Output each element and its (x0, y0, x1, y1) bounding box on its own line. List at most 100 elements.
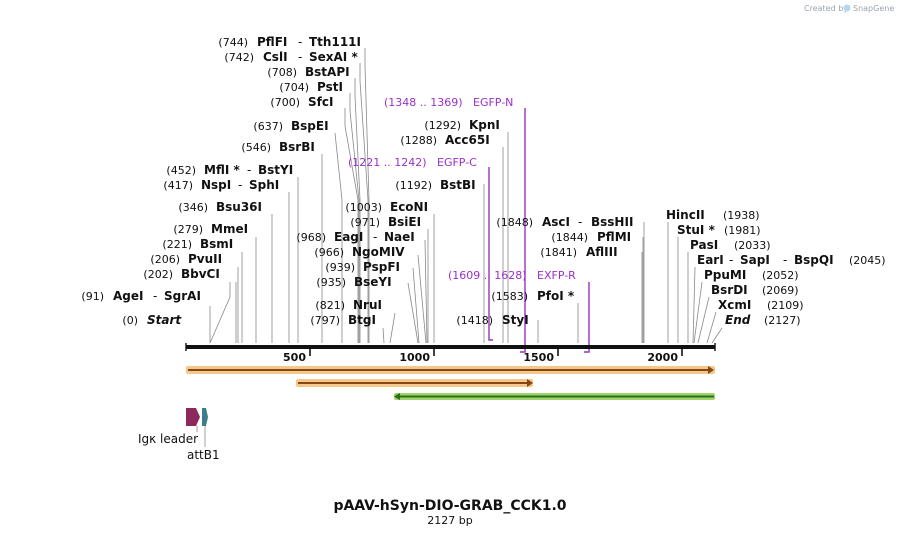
ruler-label-2000: 2000 (647, 351, 678, 364)
primer-egfp-c-marker (488, 167, 493, 341)
primer-markers (488, 108, 590, 353)
map-text: (1003) (345, 201, 382, 214)
enzyme-labels-left[interactable]: (744) PflFI - Tth111I (742) CslI - SexAI… (81, 35, 361, 327)
enzyme-bstbi: BstBI (440, 178, 476, 192)
enzyme-btgi: BtgI (348, 313, 376, 327)
enzyme-mmei: MmeI (211, 222, 248, 236)
small-features[interactable]: Igκ leader attB1 (138, 408, 220, 462)
primer-exfp-r-range: (1609 .. 1628) (448, 269, 527, 282)
enzyme-mfli: MflI * (204, 163, 240, 177)
enzyme-pspfi: PspFI (363, 260, 400, 274)
map-text: - (153, 289, 157, 303)
enzyme-stui: StuI * (677, 223, 716, 237)
enzyme-bseyi: BseYI (354, 275, 392, 289)
igk-leader-arrow (186, 408, 200, 426)
feature-label-igk-leader: Igκ leader (138, 432, 198, 446)
map-text: (1192) (395, 179, 432, 192)
sequence-backbone (185, 343, 716, 351)
enzyme-ngomiv: NgoMIV (352, 245, 405, 259)
enzyme-bbvci: BbvCI (181, 267, 220, 281)
enzyme-hincii: HincII (666, 208, 705, 222)
map-text: (971) (350, 216, 380, 229)
map-text: (1938) (723, 209, 760, 222)
enzyme-xcmi: XcmI (718, 298, 751, 312)
map-text: (935) (316, 276, 346, 289)
primer-exfp-r-name: EXFP-R (537, 269, 576, 282)
map-text: (1292) (424, 119, 461, 132)
ruler: 500 1000 1500 2000 (283, 349, 683, 364)
feature-bars[interactable] (186, 366, 715, 400)
map-text: - (247, 163, 251, 177)
map-text: (704) (279, 81, 309, 94)
map-text: - (373, 230, 377, 244)
map-text: (744) (218, 36, 248, 49)
map-text: (1848) (496, 216, 533, 229)
map-text: (637) (253, 120, 283, 133)
map-text: (452) (166, 164, 196, 177)
enzyme-bsiei: BsiEI (388, 215, 421, 229)
map-end-label: End (725, 313, 751, 327)
enzyme-styi: StyI (502, 313, 529, 327)
enzyme-kpni: KpnI (469, 118, 500, 132)
enzyme-sfci: SfcI (308, 95, 333, 109)
enzyme-nspi: NspI (201, 178, 231, 192)
enzyme-ppumi: PpuMI (704, 268, 746, 282)
map-text: (202) (143, 268, 173, 281)
map-text: (939) (325, 261, 355, 274)
map-text: (1288) (400, 134, 437, 147)
map-text: (2069) (762, 284, 799, 297)
enzyme-labels-right-mid[interactable]: (1292) KpnI (1288) Acc65I (1192) BstBI (… (395, 118, 633, 327)
enzyme-csli: CslI (263, 50, 288, 64)
primer-egfp-n-name: EGFP-N (473, 96, 513, 109)
enzyme-eagi: EagI (334, 230, 363, 244)
map-text: (206) (150, 253, 180, 266)
feature-arrowhead-full (708, 366, 714, 374)
enzyme-pflmi: PflMI (597, 230, 631, 244)
map-text: (0) (122, 314, 138, 327)
map-text: (346) (178, 201, 208, 214)
enzyme-bsrbi: BsrBI (279, 140, 315, 154)
enzyme-bsshii: BssHII (591, 215, 633, 229)
primer-egfp-c-name: EGFP-C (437, 156, 477, 169)
map-text: (797) (310, 314, 340, 327)
enzyme-pasi: PasI (690, 238, 718, 252)
feature-arrowhead-reverse (394, 393, 400, 400)
map-text: (279) (173, 223, 203, 236)
map-text: (1981) (724, 224, 761, 237)
enzyme-bstapi: BstAPI (305, 65, 350, 79)
map-text: (221) (162, 238, 192, 251)
enzyme-labels-right[interactable]: HincII (1938) StuI * (1981) PasI (2033) … (666, 208, 886, 327)
enzyme-pfoi: PfoI * (537, 289, 575, 303)
enzyme-sgrai: SgrAI (164, 289, 201, 303)
enzyme-econi: EcoNI (390, 200, 428, 214)
enzyme-sphi: SphI (249, 178, 279, 192)
enzyme-tth111i: Tth111I (309, 35, 361, 49)
map-text: (821) (315, 299, 345, 312)
enzyme-acc65i: Acc65I (445, 133, 490, 147)
enzyme-pflfi: PflFI (257, 35, 287, 49)
enzyme-sapi: SapI (740, 253, 770, 267)
plasmid-length: 2127 bp (427, 514, 472, 527)
enzyme-bsu36i: Bsu36I (216, 200, 262, 214)
enzyme-bsmi: BsmI (200, 237, 233, 251)
snapgene-logo-icon (843, 4, 851, 12)
plasmid-title: pAAV-hSyn-DIO-GRAB_CCK1.0 (333, 498, 566, 514)
map-text: (1844) (551, 231, 588, 244)
enzyme-sexai: SexAI * (309, 50, 358, 64)
primer-egfp-c-range: (1221 .. 1242) (348, 156, 427, 169)
map-text: (708) (267, 66, 297, 79)
map-text: (968) (296, 231, 326, 244)
map-text: - (783, 253, 787, 267)
enzyme-bstyi: BstYI (258, 163, 293, 177)
ruler-label-500: 500 (283, 351, 306, 364)
enzyme-pvuii: PvuII (188, 252, 222, 266)
credit-prefix: Created by (804, 4, 848, 13)
enzyme-naei: NaeI (384, 230, 415, 244)
map-text: - (578, 215, 582, 229)
map-text: (742) (224, 51, 254, 64)
primer-egfp-n-range: (1348 .. 1369) (384, 96, 463, 109)
map-text: - (238, 178, 242, 192)
enzyme-labels-mid[interactable]: (1003) EcoNI (971) BsiEI (968) EagI - Na… (296, 200, 428, 327)
enzyme-psti: PstI (317, 80, 343, 94)
